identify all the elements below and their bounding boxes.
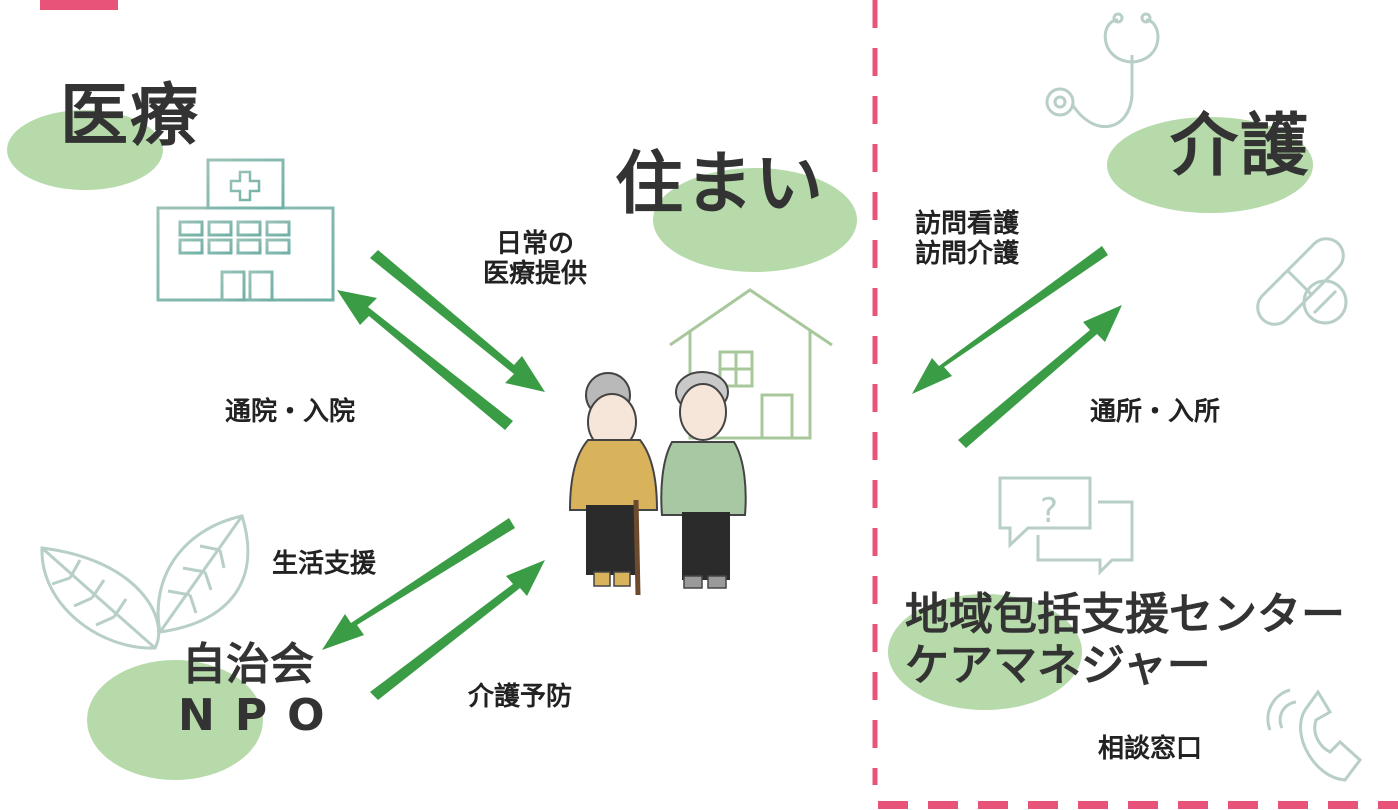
chat-bubbles-icon: ? <box>998 476 1134 576</box>
blob-care <box>1107 117 1313 213</box>
relation-facility: 通所・入所 <box>1090 397 1221 427</box>
capsule-icon <box>1256 237 1348 326</box>
community-npo: NPO <box>178 689 345 741</box>
category-support-center: 地域包括支援センター ケアマネジャー <box>905 589 1345 691</box>
corner-mark <box>40 0 118 10</box>
arrow-care-to-home <box>912 246 1108 394</box>
elderly-couple-icon <box>568 371 747 596</box>
category-housing: 住まい <box>615 145 826 224</box>
relation-daily-medical-line1: 日常の <box>495 229 574 259</box>
hospital-icon <box>156 158 335 302</box>
relation-care-prevention: 介護予防 <box>468 682 573 712</box>
arrow-home-to-care <box>958 305 1122 448</box>
arrows <box>322 246 1122 700</box>
relation-consultation: 相談窓口 <box>1098 734 1203 764</box>
category-medical: 医療 <box>60 77 201 156</box>
arrow-community-to-home <box>370 560 545 700</box>
relation-daily-medical: 日常の 医療提供 <box>460 229 610 290</box>
relation-daily-medical-line2: 医療提供 <box>482 258 587 289</box>
arrow-medical-to-home <box>370 250 545 392</box>
care-manager: ケアマネジャー <box>905 639 1211 691</box>
relation-home-nursing: 訪問看護 <box>915 209 1020 239</box>
arrow-home-to-community <box>322 518 515 650</box>
relation-life-support: 生活支援 <box>272 549 377 579</box>
support-center-name: 地域包括支援センター <box>905 589 1345 640</box>
category-community: 自治会 NPO <box>178 639 345 741</box>
relation-home-helper: 訪問介護 <box>915 238 1020 269</box>
relation-hospital-visit: 通院・入院 <box>225 397 356 427</box>
stethoscope-icon <box>1045 12 1160 129</box>
svg-text:?: ? <box>1040 491 1058 531</box>
relation-home-care: 訪問看護 訪問介護 <box>915 209 1020 270</box>
leaf-icon <box>40 514 250 650</box>
telephone-icon <box>1266 688 1363 782</box>
blob-support <box>888 594 1082 710</box>
blob-housing <box>653 168 857 272</box>
category-care: 介護 <box>1170 107 1311 186</box>
blob-medical <box>7 110 163 190</box>
arrow-home-to-medical <box>337 290 513 430</box>
community-jichikai: 自治会 <box>182 639 314 690</box>
blob-community <box>87 660 263 780</box>
